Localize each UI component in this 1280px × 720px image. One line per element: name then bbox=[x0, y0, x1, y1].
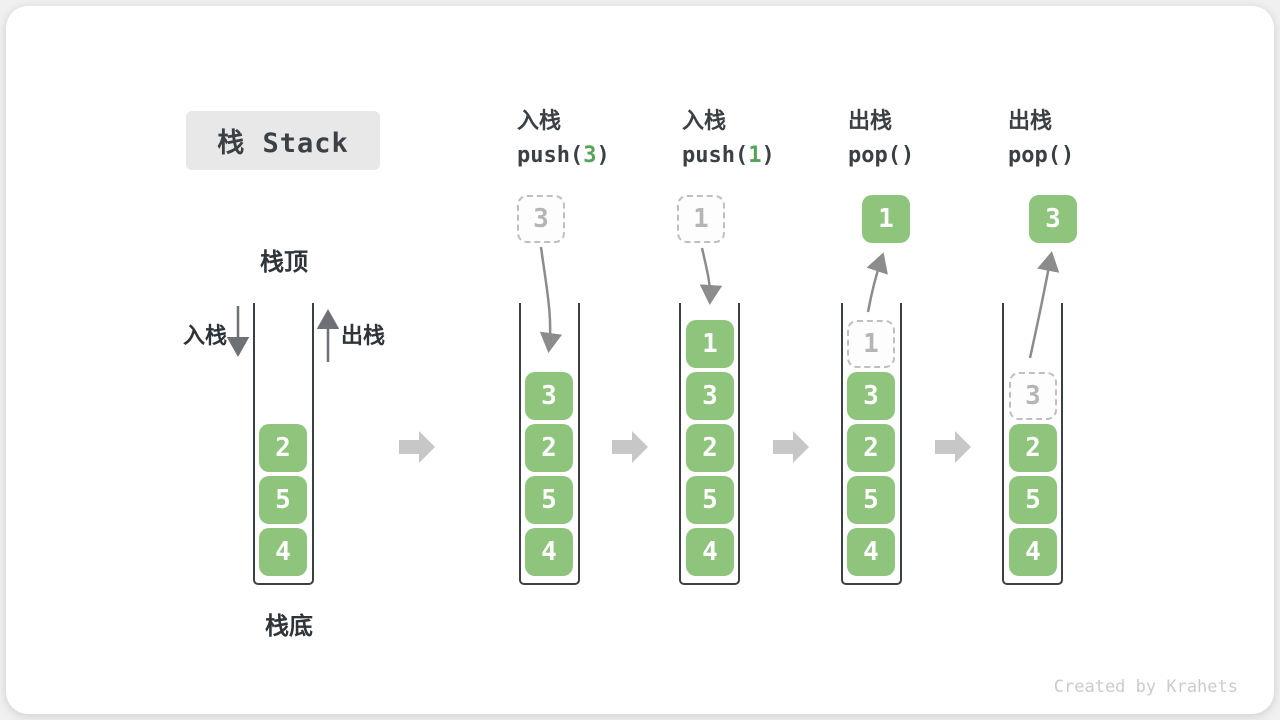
stack-top-label: 栈顶 bbox=[260, 249, 308, 276]
step-arrow-icon bbox=[773, 431, 809, 463]
push-curve-arrow-icon bbox=[699, 247, 723, 305]
stack-bottom-label: 栈底 bbox=[265, 613, 313, 640]
popped-element: 3 bbox=[1029, 195, 1077, 243]
stack-element: 4 bbox=[686, 528, 734, 576]
stack-container-4 bbox=[841, 303, 902, 585]
stack-element: 5 bbox=[1009, 476, 1057, 524]
stack-element: 5 bbox=[525, 476, 573, 524]
column-header-push-3: 入栈 push(3) bbox=[517, 108, 677, 169]
stack-container-2 bbox=[519, 303, 580, 585]
op-code: pop() bbox=[848, 143, 915, 168]
op-label: 入栈 bbox=[682, 108, 727, 133]
stack-element: 4 bbox=[1009, 528, 1057, 576]
incoming-element-dashed: 3 bbox=[517, 195, 565, 243]
op-label: 出栈 bbox=[1008, 108, 1053, 133]
stack-element: 2 bbox=[1009, 424, 1057, 472]
stack-element: 5 bbox=[259, 476, 307, 524]
column-header-pop-1: 出栈 pop() bbox=[848, 108, 1008, 169]
stack-element: 3 bbox=[847, 372, 895, 420]
op-label: 出栈 bbox=[848, 108, 893, 133]
op-arg: 1 bbox=[748, 143, 762, 168]
stack-container-3 bbox=[679, 303, 740, 585]
stack-element: 4 bbox=[847, 528, 895, 576]
op-arg: 3 bbox=[583, 143, 597, 168]
stack-element: 2 bbox=[686, 424, 734, 472]
stack-element: 3 bbox=[525, 372, 573, 420]
popped-element: 1 bbox=[862, 195, 910, 243]
ghost-element: 3 bbox=[1009, 372, 1057, 420]
stack-element: 4 bbox=[259, 528, 307, 576]
column-header-push-1: 入栈 push(1) bbox=[682, 108, 842, 169]
op-code: push(1) bbox=[682, 143, 775, 168]
incoming-element-dashed: 1 bbox=[677, 195, 725, 243]
op-code: push(3) bbox=[517, 143, 610, 168]
stack-element: 2 bbox=[525, 424, 573, 472]
stack-element: 5 bbox=[686, 476, 734, 524]
step-arrow-icon bbox=[935, 431, 971, 463]
stack-container-1 bbox=[253, 303, 314, 585]
op-code: pop() bbox=[1008, 143, 1075, 168]
stack-element: 3 bbox=[686, 372, 734, 420]
watermark: Created by Krahets bbox=[1053, 677, 1238, 697]
push-direction-label: 入栈 bbox=[183, 323, 228, 348]
op-label: 入栈 bbox=[517, 108, 562, 133]
stack-element: 4 bbox=[525, 528, 573, 576]
ghost-element: 1 bbox=[847, 320, 895, 368]
stack-element: 2 bbox=[847, 424, 895, 472]
stack-element: 1 bbox=[686, 320, 734, 368]
page-title: 栈 Stack bbox=[186, 111, 380, 170]
column-header-pop-2: 出栈 pop() bbox=[1008, 108, 1168, 169]
stack-element: 5 bbox=[847, 476, 895, 524]
stack-container-5 bbox=[1002, 303, 1063, 585]
step-arrow-icon bbox=[399, 431, 435, 463]
pop-direction-label: 出栈 bbox=[341, 323, 386, 348]
stack-element: 2 bbox=[259, 424, 307, 472]
step-arrow-icon bbox=[612, 431, 648, 463]
